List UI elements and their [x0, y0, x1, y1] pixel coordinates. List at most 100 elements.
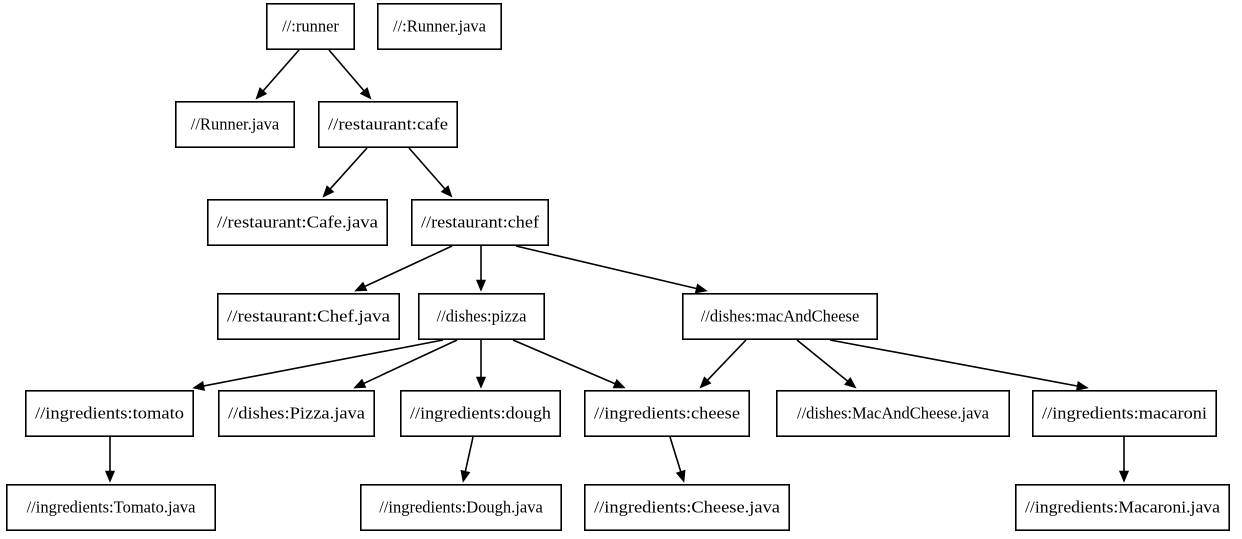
edge-arrowhead-icon [1075, 380, 1089, 391]
graph-edge [354, 245, 453, 292]
graph-edge [255, 49, 300, 100]
graph-node-ing_tomato[interactable]: //ingredients:tomato [24, 389, 194, 437]
edge-line [408, 147, 446, 190]
edge-line [512, 339, 616, 385]
node-box[interactable] [218, 389, 375, 437]
node-box[interactable] [775, 389, 1010, 437]
edge-arrowhead-icon [612, 378, 626, 389]
node-label: //ingredients:cheese [594, 403, 740, 422]
edge-arrowhead-icon [104, 470, 116, 483]
graph-edge [475, 246, 487, 292]
edge-arrowhead-icon [475, 376, 487, 389]
node-label: //ingredients:dough [410, 403, 552, 422]
edge-arrowhead-icon [694, 283, 708, 294]
node-label: //Runner.java [191, 114, 280, 133]
node-label: //dishes:macAndCheese [701, 306, 860, 325]
node-box[interactable] [175, 101, 296, 149]
node-box[interactable] [317, 101, 458, 149]
edge-line [829, 339, 1078, 387]
graph-edge [1118, 437, 1130, 483]
graph-edge [460, 436, 474, 483]
node-box[interactable] [24, 389, 194, 437]
graph-edge [829, 339, 1089, 391]
node-box[interactable] [399, 389, 561, 437]
graph-node-runner_java[interactable]: //Runner.java [175, 101, 296, 149]
graph-edge [515, 245, 708, 294]
graph-edge [353, 339, 458, 389]
node-box[interactable] [410, 199, 549, 247]
node-box[interactable] [1032, 389, 1218, 437]
graph-node-dishes_mac_java[interactable]: //dishes:MacAndCheese.java [775, 389, 1010, 437]
graph-node-ing_tomato_java[interactable]: //ingredients:Tomato.java [6, 483, 216, 531]
node-box[interactable] [1014, 483, 1230, 531]
node-label: //restaurant:cafe [328, 114, 448, 133]
edge-arrowhead-icon [699, 376, 712, 389]
graph-node-restaurant_cafe[interactable]: //restaurant:cafe [317, 101, 458, 149]
node-box[interactable] [6, 483, 216, 531]
node-label: //dishes:MacAndCheese.java [797, 403, 990, 422]
node-box[interactable] [376, 2, 502, 51]
edge-line [669, 436, 682, 472]
graph-node-dishes_pizza[interactable]: //dishes:pizza [417, 292, 545, 340]
node-label: //:runner [282, 16, 339, 35]
node-box[interactable] [359, 483, 562, 531]
graph-node-ing_macaroni[interactable]: //ingredients:macaroni [1032, 389, 1218, 437]
node-label: //ingredients:Macaroni.java [1025, 497, 1221, 516]
nodes-layer: //:runner //:Runner.java //Runner.java //re… [6, 2, 1230, 531]
node-box[interactable] [583, 483, 790, 531]
edge-arrowhead-icon [460, 469, 471, 483]
graph-edge [796, 339, 857, 389]
graph-node-dishes_pizza_java[interactable]: //dishes:Pizza.java [218, 389, 375, 437]
graph-edge [192, 339, 444, 391]
graph-edge [699, 339, 747, 389]
graph-node-root_runner_java[interactable]: //:Runner.java [376, 2, 502, 51]
graph-node-restaurant_chef[interactable]: //restaurant:chef [410, 199, 549, 247]
edge-line [364, 245, 453, 288]
node-label: //ingredients:macaroni [1042, 403, 1207, 422]
graph-edge [512, 339, 626, 389]
edge-line [203, 339, 444, 387]
graph-node-restaurant_cafe_java[interactable]: //restaurant:Cafe.java [207, 199, 388, 247]
edge-line [329, 147, 368, 190]
graph-edge [669, 436, 686, 483]
edge-line [707, 339, 747, 381]
node-box[interactable] [265, 2, 355, 51]
edge-arrowhead-icon [675, 469, 686, 483]
node-box[interactable] [681, 292, 878, 340]
node-label: //ingredients:Tomato.java [27, 497, 197, 516]
edge-arrowhead-icon [255, 87, 268, 100]
graph-edge [328, 49, 372, 100]
node-label: //dishes:Pizza.java [228, 403, 366, 422]
edge-arrowhead-icon [192, 380, 206, 391]
graph-node-runner[interactable]: //:runner [265, 2, 355, 51]
graph-node-ing_cheese_java[interactable]: //ingredients:Cheese.java [583, 483, 790, 531]
node-label: //restaurant:Cafe.java [217, 212, 379, 231]
graph-edge [475, 340, 487, 389]
edge-arrowhead-icon [440, 185, 453, 198]
graph-node-ing_macaroni_java[interactable]: //ingredients:Macaroni.java [1014, 483, 1230, 531]
graph-node-ing_cheese[interactable]: //ingredients:cheese [583, 389, 750, 437]
edge-arrowhead-icon [353, 378, 367, 389]
graph-edge [408, 147, 453, 198]
edge-arrowhead-icon [844, 376, 857, 389]
graph-edge [322, 147, 368, 198]
graph-edge [104, 437, 116, 483]
node-label: //:Runner.java [393, 16, 487, 35]
edge-arrowhead-icon [322, 185, 335, 198]
graph-node-dishes_macandcheese[interactable]: //dishes:macAndCheese [681, 292, 878, 340]
node-box[interactable] [207, 199, 388, 247]
node-box[interactable] [583, 389, 750, 437]
graph-node-restaurant_chef_java[interactable]: //restaurant:Chef.java [217, 292, 400, 340]
node-box[interactable] [417, 292, 545, 340]
node-label: //ingredients:Dough.java [379, 497, 543, 516]
edges-layer [104, 49, 1130, 483]
node-label: //restaurant:chef [421, 212, 540, 231]
graph-node-ing_dough_java[interactable]: //ingredients:Dough.java [359, 483, 562, 531]
edge-arrowhead-icon [354, 281, 368, 292]
node-box[interactable] [217, 292, 400, 340]
graph-node-ing_dough[interactable]: //ingredients:dough [399, 389, 561, 437]
node-label: //restaurant:Chef.java [227, 306, 391, 325]
edge-line [796, 339, 848, 382]
